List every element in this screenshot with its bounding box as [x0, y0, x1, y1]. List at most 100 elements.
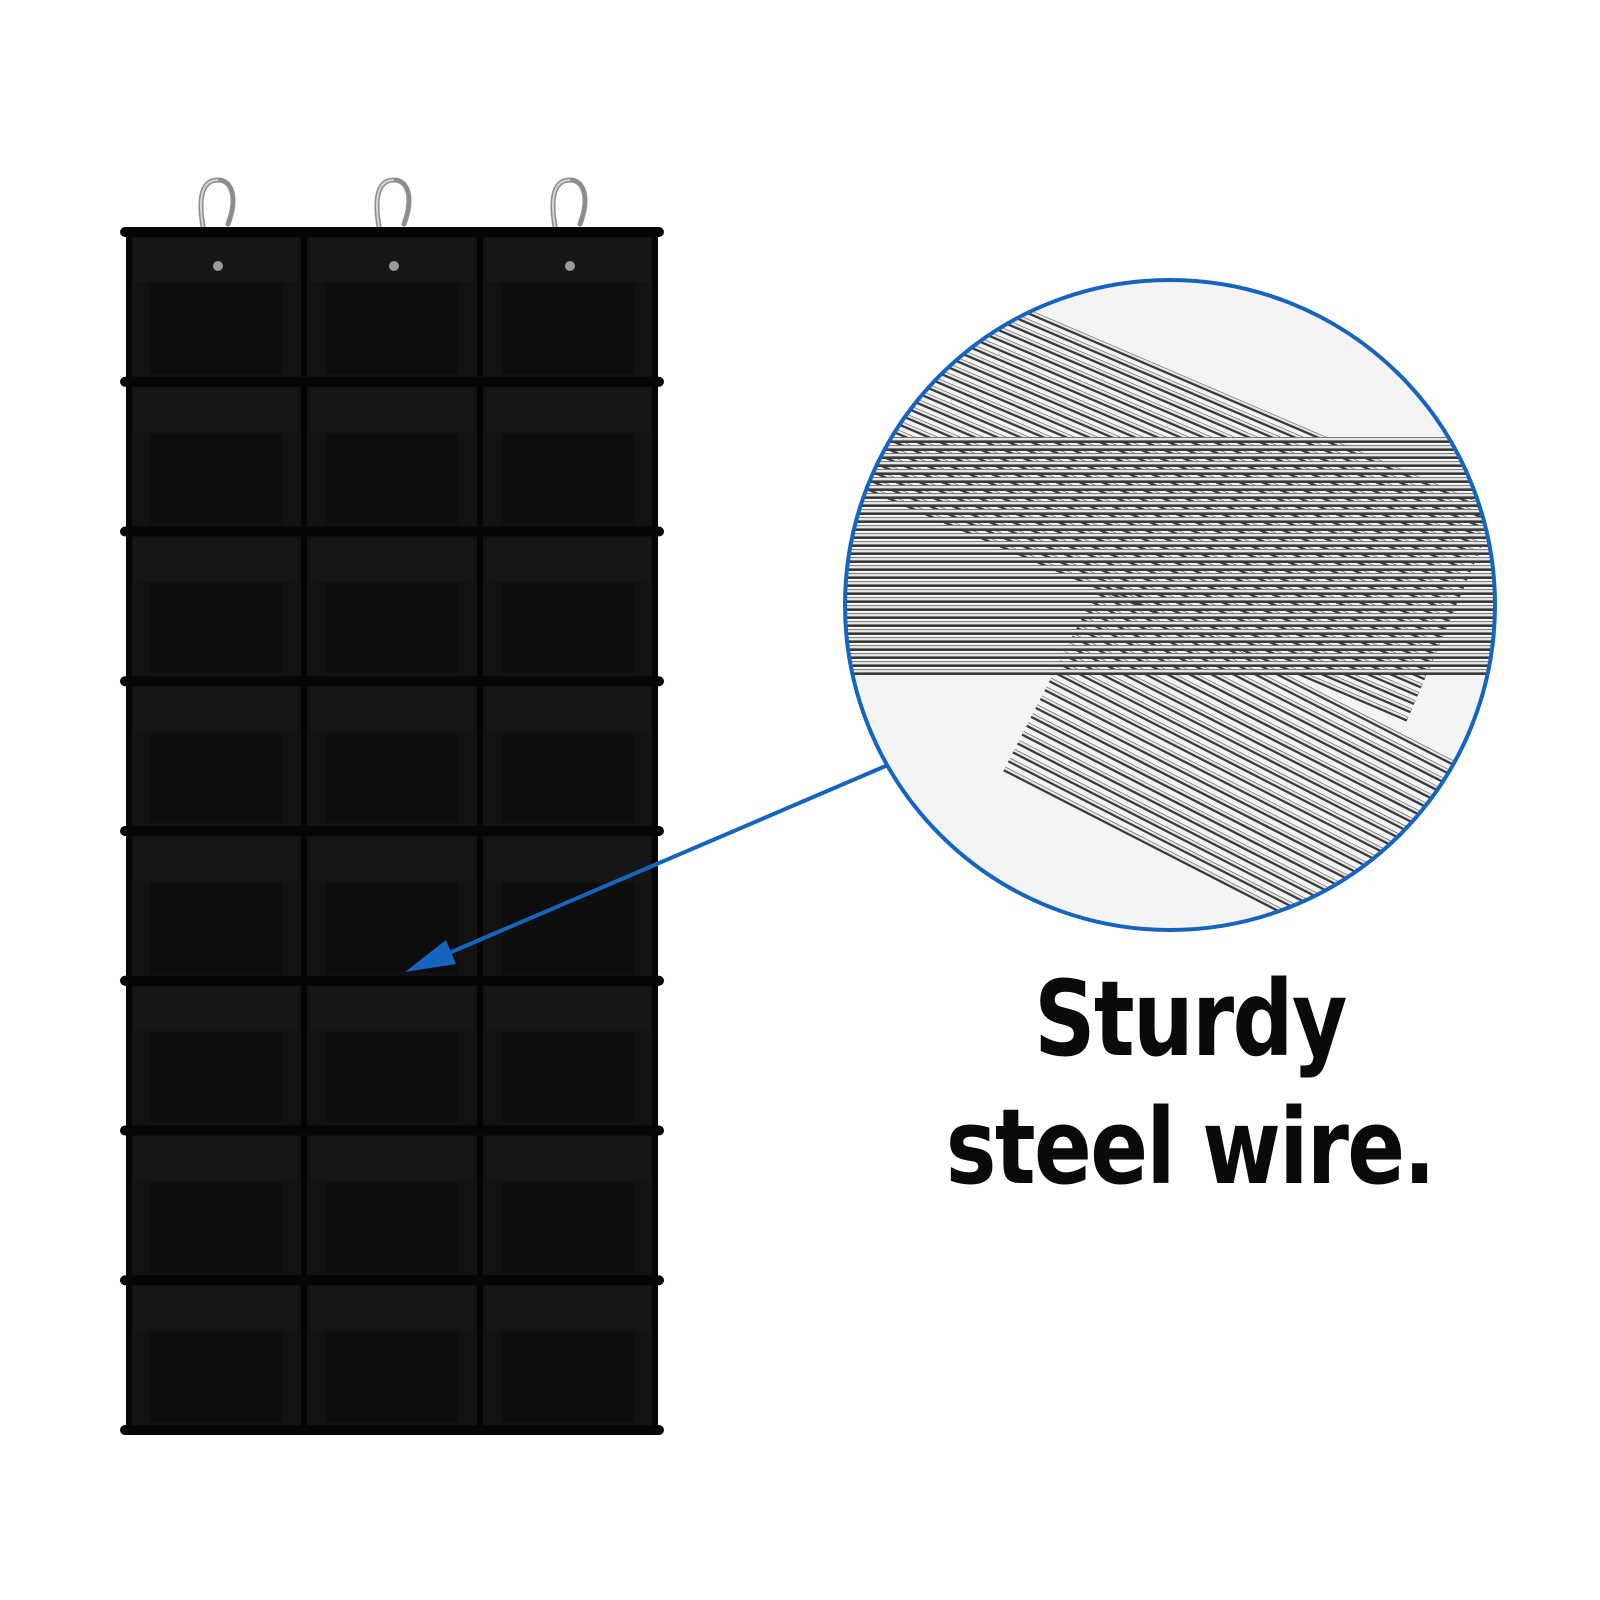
feature-caption: Sturdy steel wire. — [830, 955, 1550, 1211]
grommet-icon — [565, 261, 575, 271]
shelf-seam — [120, 376, 664, 387]
lens-border — [843, 278, 1497, 932]
pocket-top-flap — [310, 837, 474, 881]
caption-line-2: steel wire. — [945, 1086, 1436, 1208]
pocket — [150, 1032, 282, 1123]
hanger-hooks — [198, 177, 588, 235]
column-divider — [301, 232, 307, 1430]
steel-wire-highlight — [1049, 677, 1441, 881]
pocket — [326, 1332, 458, 1422]
hook-icon — [198, 177, 236, 235]
shelf-seam — [120, 676, 664, 687]
shelf-seam — [120, 227, 664, 237]
pocket-top-flap — [486, 1136, 650, 1181]
pocket — [502, 1182, 634, 1273]
hook-highlight — [551, 179, 571, 233]
pocket — [326, 733, 458, 823]
pocket — [326, 433, 458, 524]
steel-wire-highlight — [1067, 642, 1459, 845]
pocket-top-flap — [486, 837, 650, 881]
pocket-top-flap — [310, 238, 474, 282]
left-edge — [126, 232, 132, 1430]
pocket-top-flap — [486, 238, 650, 282]
pocket — [502, 583, 634, 674]
steel-wire-highlight — [1003, 766, 1395, 930]
organizer-dividers — [301, 232, 483, 1430]
pocket-top-flap — [310, 1136, 474, 1181]
steel-wire-highlight — [868, 427, 1430, 670]
shelf-seam — [120, 1125, 664, 1136]
pocket — [502, 1032, 634, 1123]
pocket-top-flap — [310, 387, 474, 432]
pocket — [326, 284, 458, 374]
pocket-top-flap — [310, 537, 474, 582]
pocket — [150, 733, 282, 823]
shelf-seam — [120, 526, 664, 537]
arrow-line — [427, 763, 889, 964]
organizer-pockets — [134, 238, 650, 1422]
pocket — [502, 733, 634, 823]
pocket-top-flap — [310, 1286, 474, 1331]
steel-wire-highlight — [1058, 660, 1450, 863]
grommet-icon — [389, 261, 399, 271]
hook-highlight — [199, 179, 219, 233]
pocket-top-flap — [134, 537, 298, 582]
pocket — [150, 284, 282, 374]
right-edge — [652, 232, 658, 1430]
caption-line-1: Sturdy — [1034, 958, 1347, 1080]
steel-wire-highlight — [1072, 633, 1464, 836]
steel-wire-highlight — [878, 402, 1440, 645]
steel-wire-closeup — [843, 278, 1497, 932]
hook-grommets — [213, 261, 575, 271]
pocket-top-flap — [486, 1286, 650, 1331]
arrow-head — [405, 940, 456, 972]
steel-wire-highlight — [864, 435, 1426, 678]
pocket — [502, 883, 634, 973]
pocket-top-flap — [134, 238, 298, 282]
pocket-top-flap — [134, 387, 298, 432]
pocket-top-flap — [486, 687, 650, 732]
pocket-top-flap — [134, 1286, 298, 1331]
grommet-icon — [213, 261, 223, 271]
callout-arrow — [405, 763, 889, 972]
pocket-top-flap — [310, 687, 474, 732]
pocket-top-flap — [486, 387, 650, 432]
shelf-seam — [120, 826, 664, 836]
front-wire-bundle — [845, 437, 1495, 675]
pocket — [326, 1032, 458, 1123]
pocket — [502, 284, 634, 374]
steel-wire-highlight — [886, 386, 1447, 629]
steel-wire-highlight — [1054, 669, 1446, 872]
pocket-top-flap — [486, 537, 650, 582]
pocket — [502, 1332, 634, 1422]
pocket — [150, 1182, 282, 1273]
pocket-top-flap — [134, 837, 298, 881]
shelf-seam — [120, 975, 664, 986]
column-divider — [477, 232, 483, 1430]
pocket — [150, 1332, 282, 1422]
pocket — [150, 583, 282, 674]
steel-wire-highlight — [871, 419, 1433, 662]
steel-wire-highlight — [1063, 651, 1455, 854]
pocket-top-flap — [486, 986, 650, 1031]
pocket — [326, 583, 458, 674]
pocket — [150, 433, 282, 524]
pocket-top-flap — [134, 986, 298, 1031]
pocket — [502, 433, 634, 524]
pocket-top-flap — [134, 687, 298, 732]
shelf-seam — [120, 1275, 664, 1286]
shelf-seam — [120, 1425, 664, 1435]
hook-icon — [374, 177, 412, 235]
pocket-top-flap — [134, 1136, 298, 1181]
steel-wire-highlight — [875, 411, 1437, 654]
steel-wire-highlight — [1044, 686, 1436, 889]
hook-highlight — [375, 179, 395, 233]
pocket — [326, 1182, 458, 1273]
hook-icon — [550, 177, 588, 235]
hanging-shoe-organizer — [120, 177, 664, 1435]
organizer-shelf-seams — [120, 227, 664, 1435]
pocket — [150, 883, 282, 973]
pocket-top-flap — [310, 986, 474, 1031]
steel-wire-highlight — [882, 394, 1444, 637]
